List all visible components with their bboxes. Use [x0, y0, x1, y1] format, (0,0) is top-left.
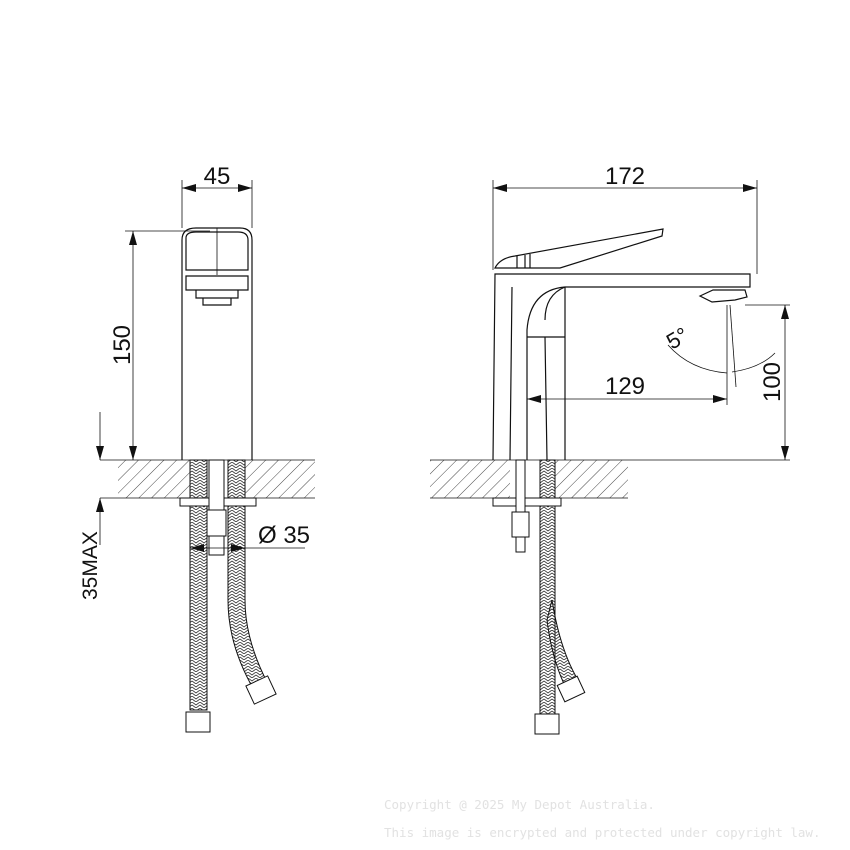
- watermark-line-1: Copyright @ 2025 My Depot Australia.: [384, 797, 655, 812]
- hole-diameter-dimension: Ø 35: [258, 522, 310, 549]
- angle-dimension: 5°: [662, 322, 693, 354]
- side-view: 172 129 5° 100: [430, 163, 790, 735]
- hose-nut: [534, 713, 560, 735]
- washer: [492, 497, 562, 507]
- counter-section-right: [245, 460, 315, 498]
- reach-dimension: 129: [605, 373, 645, 400]
- height-dimension: 150: [109, 325, 136, 365]
- tap-body-front: [181, 227, 253, 460]
- aerator-side: [698, 289, 748, 303]
- hose-left: [189, 459, 208, 711]
- width-dimension: 45: [204, 163, 231, 190]
- length-dimension: 172: [605, 163, 645, 190]
- tap-body-side: [492, 273, 751, 461]
- counter-section-left: [430, 460, 510, 498]
- counter-section-left: [118, 460, 190, 498]
- threaded-rod: [515, 459, 526, 553]
- threaded-rod: [208, 459, 225, 556]
- watermark-line-2: This image is encrypted and protected un…: [384, 825, 821, 840]
- front-view: 45 150 35MAX Ø 35: [79, 163, 315, 733]
- lever-side: [494, 228, 664, 269]
- hose-nut-left: [185, 711, 211, 733]
- aerator-front: [202, 298, 232, 306]
- spout-height-dimension: 100: [759, 362, 786, 402]
- counter-section-right: [555, 460, 628, 498]
- deck-thickness-dimension: 35MAX: [79, 531, 102, 600]
- lever-front: [185, 231, 249, 271]
- hose-nut-right: [245, 675, 277, 705]
